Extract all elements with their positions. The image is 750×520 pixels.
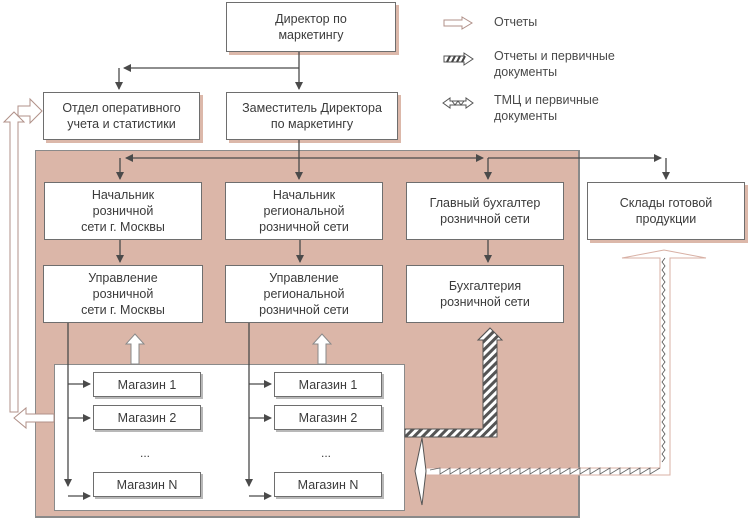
- regional-management-box: Управление региональной розничной сети: [225, 265, 383, 323]
- moscow-management-box: Управление розничной сети г. Москвы: [43, 265, 203, 323]
- store-left-1: Магазин 1: [93, 372, 201, 397]
- store-right-ellipsis: ...: [321, 446, 332, 460]
- director-connector: [115, 52, 303, 90]
- striped-arrow-icon: [443, 52, 474, 66]
- moscow-head-box: Начальник розничной сети г. Москвы: [44, 182, 202, 240]
- legend-label-reports: Отчеты: [494, 15, 538, 29]
- store-right-2: Магазин 2: [274, 405, 382, 430]
- chief-accountant-box: Главный бухгалтер розничной сети: [406, 182, 564, 240]
- deputy-director-box: Заместитель Директора по маркетингу: [226, 92, 398, 140]
- accounting-box: Бухгалтерия розничной сети: [406, 265, 564, 323]
- wavy-double-arrow-icon: [442, 97, 474, 109]
- store-right-n: Магазин N: [274, 472, 382, 497]
- store-left-n: Магазин N: [93, 472, 201, 497]
- store-left-ellipsis: ...: [140, 446, 151, 460]
- warehouses-box: Склады готовой продукции: [587, 182, 745, 240]
- director-box: Директор по маркетингу: [226, 2, 396, 52]
- hollow-arrow-icon: [443, 16, 473, 30]
- store-right-1: Магазин 1: [274, 372, 382, 397]
- store-left-2: Магазин 2: [93, 405, 201, 430]
- legend-label-goods-docs: ТМЦ и первичные документы: [494, 93, 599, 123]
- regional-head-box: Начальник региональной розничной сети: [225, 182, 383, 240]
- legend-label-reports-docs: Отчеты и первичные документы: [494, 49, 615, 79]
- accounting-dept-box: Отдел оперативного учета и статистики: [43, 92, 200, 140]
